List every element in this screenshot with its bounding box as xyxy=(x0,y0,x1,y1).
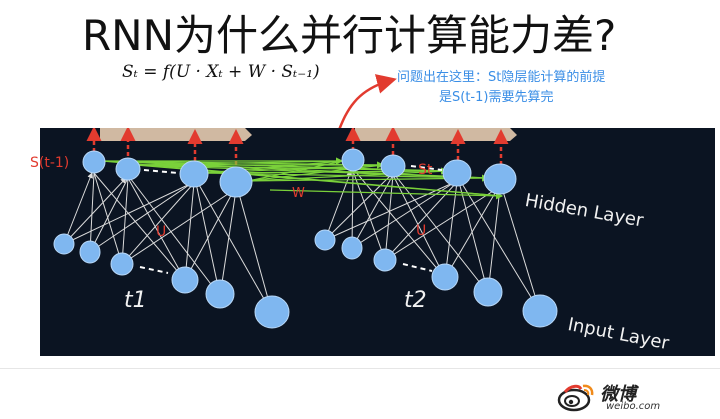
input-node xyxy=(79,240,101,264)
rnn-diagram-panel: S(t-1) St W U U Hidden Layer Input Layer… xyxy=(30,128,715,356)
hidden-node xyxy=(115,157,141,181)
hidden-node xyxy=(219,166,253,198)
hidden-node-s-prev xyxy=(82,150,106,174)
label-u-t1: U xyxy=(156,224,167,240)
input-node xyxy=(254,295,290,329)
input-node xyxy=(205,279,235,309)
hidden-node xyxy=(179,160,209,188)
input-node xyxy=(53,233,75,255)
output-arrows xyxy=(86,128,509,165)
input-node xyxy=(373,248,397,272)
hidden-dash-links xyxy=(139,165,443,274)
label-w: W xyxy=(292,186,305,201)
input-node xyxy=(341,236,363,260)
input-node xyxy=(171,266,199,294)
rnn-formula: Sₜ = f(U · Xₜ + W · Sₜ₋₁) xyxy=(122,62,320,82)
hidden-node-st xyxy=(442,159,472,187)
input-to-hidden-connections-t1 xyxy=(63,172,273,314)
label-t2: t2 xyxy=(404,288,427,313)
output-bars xyxy=(100,128,517,141)
input-node xyxy=(431,263,459,291)
hidden-nodes-t2 xyxy=(341,148,517,195)
input-nodes-t1 xyxy=(53,233,290,329)
hidden-node xyxy=(380,154,406,178)
annotation-line-1: 问题出在这里：St隐层能计算的前提 xyxy=(397,70,606,85)
input-nodes-t2 xyxy=(314,229,558,328)
input-node xyxy=(314,229,336,251)
rnn-network-graphic xyxy=(53,128,558,329)
hidden-node xyxy=(483,163,517,195)
label-st: St xyxy=(418,162,433,178)
label-s-prev: S(t-1) xyxy=(30,155,70,171)
annotation-line-2: 是S(t-1)需要先算完 xyxy=(439,90,554,105)
weibo-brand-cn: 微博 xyxy=(600,384,636,405)
hidden-nodes-t1 xyxy=(82,150,253,198)
input-node xyxy=(473,277,503,307)
weibo-brand-en: weibo.com xyxy=(606,401,661,412)
weibo-logo-icon xyxy=(557,384,594,412)
label-u-t2: U xyxy=(416,223,427,239)
input-node xyxy=(522,294,558,328)
footer-divider xyxy=(0,368,720,369)
page-title: RNN为什么并行计算能力差? xyxy=(82,11,617,60)
weibo-watermark: 微博 weibo.com xyxy=(557,379,707,415)
label-t1: t1 xyxy=(124,288,147,313)
input-node xyxy=(110,252,134,276)
hidden-node xyxy=(341,148,365,172)
